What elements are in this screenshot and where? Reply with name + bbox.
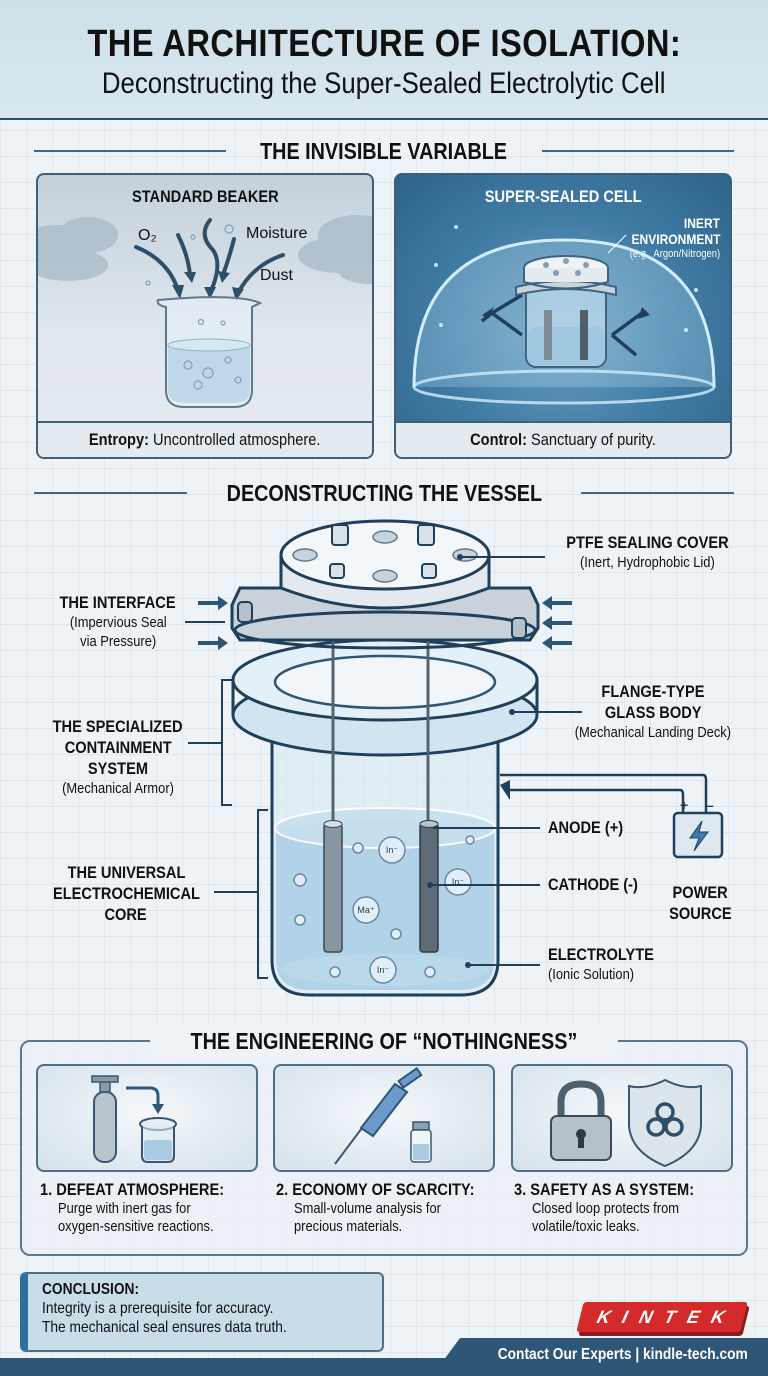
card-text-economy-of-scarcity: 2. ECONOMY OF SCARCITY: Small-volume ana… — [276, 1180, 475, 1235]
ion-label: In⁻ — [377, 965, 390, 975]
contact-link[interactable]: Contact Our Experts | kindle-tech.com — [497, 1346, 748, 1363]
plus-terminal: + — [680, 797, 688, 813]
header: THE ARCHITECTURE OF ISOLATION: Deconstru… — [0, 0, 768, 120]
label-moisture: Moisture — [246, 225, 308, 242]
label-electrochemical-core: THE UNIVERSAL ELECTROCHEMICAL CORE — [52, 863, 200, 924]
page-title: THE ARCHITECTURE OF ISOLATION: — [87, 23, 681, 65]
panel-title: STANDARD BEAKER — [131, 187, 279, 206]
section-title-invisible-variable: THE INVISIBLE VARIABLE — [34, 136, 735, 166]
panel-caption: Entropy: Uncontrolled atmosphere. — [38, 421, 372, 457]
label-containment-system: THE SPECIALIZED CONTAINMENT SYSTEM (Mech… — [53, 717, 183, 797]
ion-label: In⁻ — [452, 877, 465, 887]
label-anode: ANODE (+) — [548, 818, 624, 837]
section-title-deconstructing: DECONSTRUCTING THE VESSEL — [34, 478, 735, 508]
label-interface: THE INTERFACE (Impervious Seal via Press… — [59, 593, 177, 650]
conclusion-box: CONCLUSION: Integrity is a prerequisite … — [20, 1272, 384, 1352]
card-economy-of-scarcity — [273, 1064, 495, 1172]
label-electrolyte: ELECTROLYTE (Ionic Solution) — [548, 945, 654, 983]
section-title-engineering: THE ENGINEERING OF “NOTHINGNESS” — [150, 1024, 618, 1058]
lock-shield-icon — [550, 1078, 702, 1168]
dome-cell-illustration-icon — [412, 225, 716, 405]
label-o2: O₂ — [138, 227, 157, 244]
inert-environment-label: INERT ENVIRONMENT (e.g., Argon/Nitrogen) — [629, 215, 720, 260]
gas-cylinder-icon — [91, 1075, 177, 1163]
card-safety-as-a-system — [511, 1064, 733, 1172]
beaker-illustration-icon — [38, 215, 372, 408]
sealed-cell-panel: SUPER-SEALED CELL INERT ENVIRONMENT (e.g… — [394, 173, 732, 459]
ion-label: In⁻ — [386, 845, 399, 855]
card-defeat-atmosphere — [36, 1064, 258, 1172]
card-text-safety-as-a-system: 3. SAFETY AS A SYSTEM: Closed loop prote… — [514, 1180, 695, 1235]
pipette-icon — [334, 1067, 432, 1165]
ion-label: Ma⁺ — [357, 905, 375, 915]
panel-caption: Control: Sanctuary of purity. — [396, 421, 730, 457]
card-text-defeat-atmosphere: 1. DEFEAT ATMOSPHERE: Purge with inert g… — [40, 1180, 225, 1235]
kintek-logo[interactable]: KINTEK — [576, 1302, 748, 1332]
label-cathode: CATHODE (-) — [548, 875, 638, 894]
label-dust: Dust — [260, 267, 293, 284]
minus-terminal: – — [706, 797, 714, 813]
panel-title: SUPER-SEALED CELL — [484, 187, 642, 206]
standard-beaker-panel: STANDARD BEAKER O₂ Moi — [36, 173, 374, 459]
label-ptfe-cover: PTFE SEALING COVER (Inert, Hydrophobic L… — [565, 533, 729, 571]
label-flange-glass-body: FLANGE-TYPE GLASS BODY (Mechanical Landi… — [574, 682, 732, 741]
footer-tab — [432, 1338, 768, 1376]
electrolytic-cell-diagram-icon: In⁻ Ma⁺ In⁻ In⁻ — [185, 519, 724, 997]
page-subtitle: Deconstructing the Super-Sealed Electrol… — [102, 67, 666, 100]
label-power-source: POWER SOURCE — [668, 883, 732, 923]
